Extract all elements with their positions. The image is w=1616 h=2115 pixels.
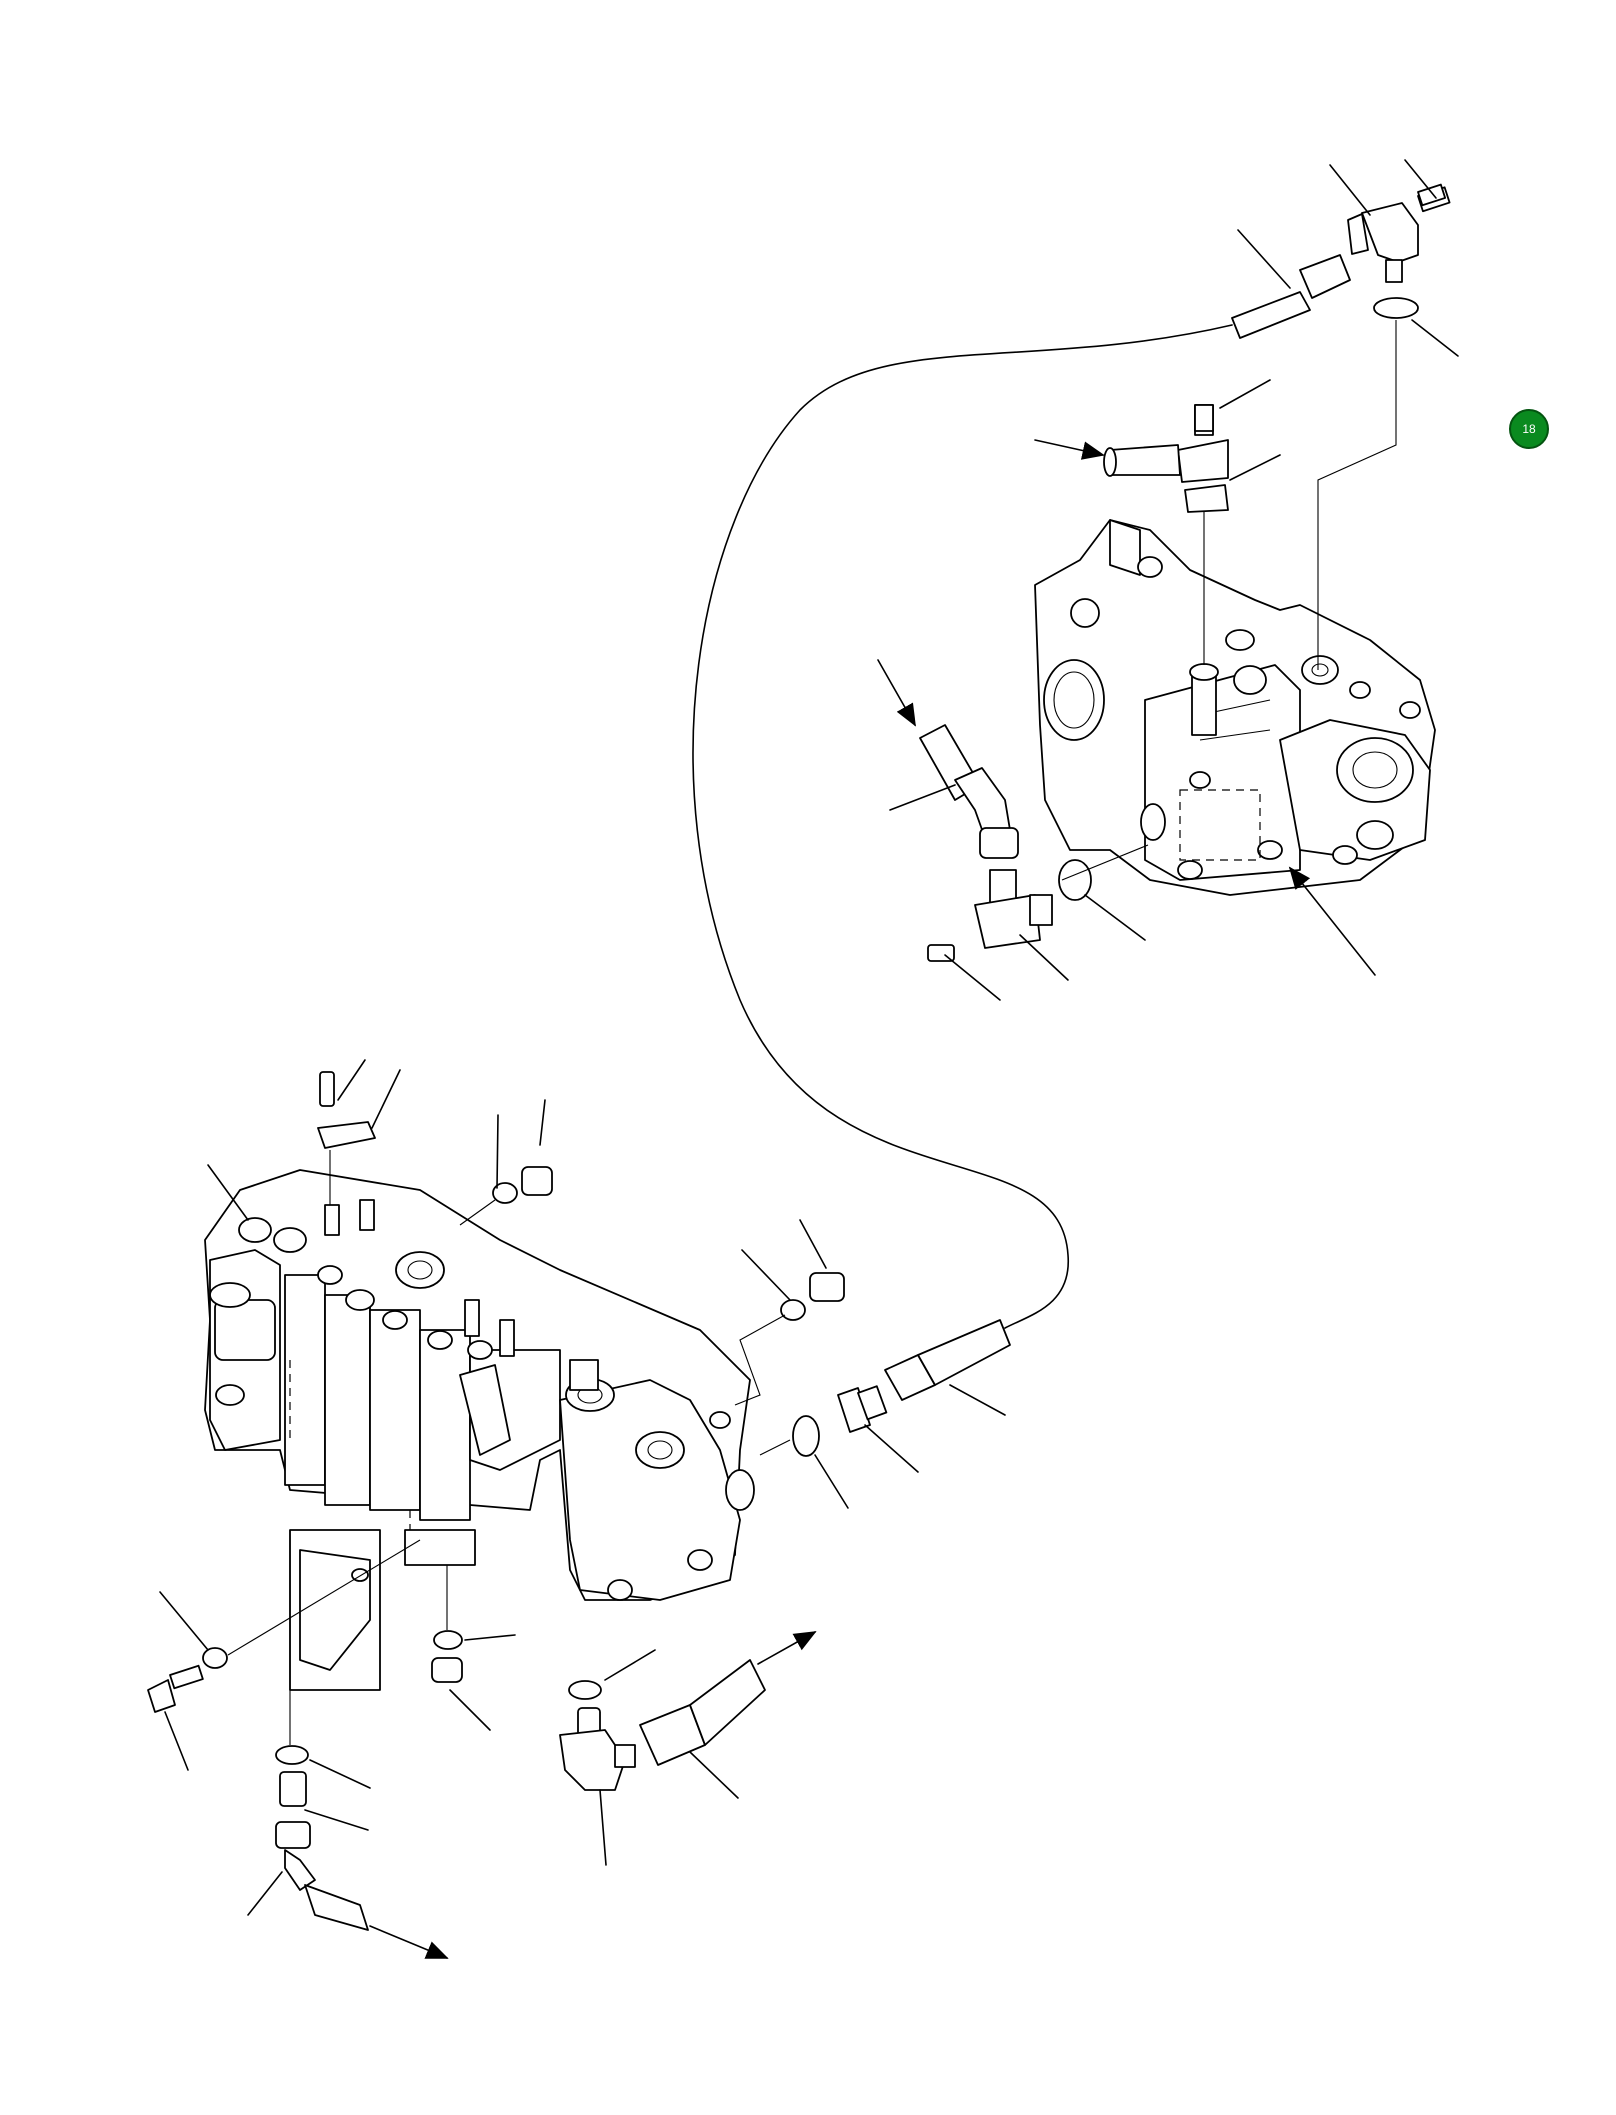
valve-plug-b-oring xyxy=(780,1299,806,1321)
pump-mid-inlet-hose xyxy=(1103,444,1181,477)
valve-outlet-arrow xyxy=(757,1631,817,1665)
valve-plug-a xyxy=(521,1166,553,1196)
valve-top-screw xyxy=(319,1071,335,1107)
pump-left-inlet-arrow xyxy=(877,659,916,727)
valve-drain-arrow xyxy=(369,1925,449,1959)
valve-drain-fittings xyxy=(275,1530,369,1931)
valve-bolt xyxy=(147,1664,204,1713)
pump-top-oring xyxy=(1373,297,1419,319)
pump-mid-screw xyxy=(1194,404,1214,432)
pump-top-hose xyxy=(1231,254,1351,339)
valve-top-plate xyxy=(317,1121,376,1149)
valve-plug-b xyxy=(809,1272,845,1302)
callout-leaders xyxy=(159,159,1459,1916)
valve-hose-right xyxy=(884,1319,1011,1401)
hydraulic-pump xyxy=(1034,519,1436,896)
long-connecting-hose xyxy=(692,324,1233,1329)
valve-bottom-plug xyxy=(431,1657,463,1683)
valve-outlet-fittings xyxy=(559,1659,766,1791)
valve-adapter-right xyxy=(837,1385,888,1433)
pump-left-oring xyxy=(1058,859,1092,901)
valve-bottom-oring xyxy=(433,1630,463,1650)
pump-left-hose xyxy=(919,724,1019,859)
page-badge: 18 xyxy=(1509,409,1549,449)
pump-top-elbow-screw xyxy=(1417,183,1447,207)
pump-mid-inlet-arrow xyxy=(1034,439,1105,460)
pump-left-tee xyxy=(974,869,1053,949)
valve-plug-a-oring xyxy=(492,1182,518,1204)
control-valve-block xyxy=(204,1169,755,1691)
pump-body-arrow xyxy=(1288,866,1376,976)
valve-washer xyxy=(202,1647,228,1669)
valve-oring-right xyxy=(792,1415,820,1457)
